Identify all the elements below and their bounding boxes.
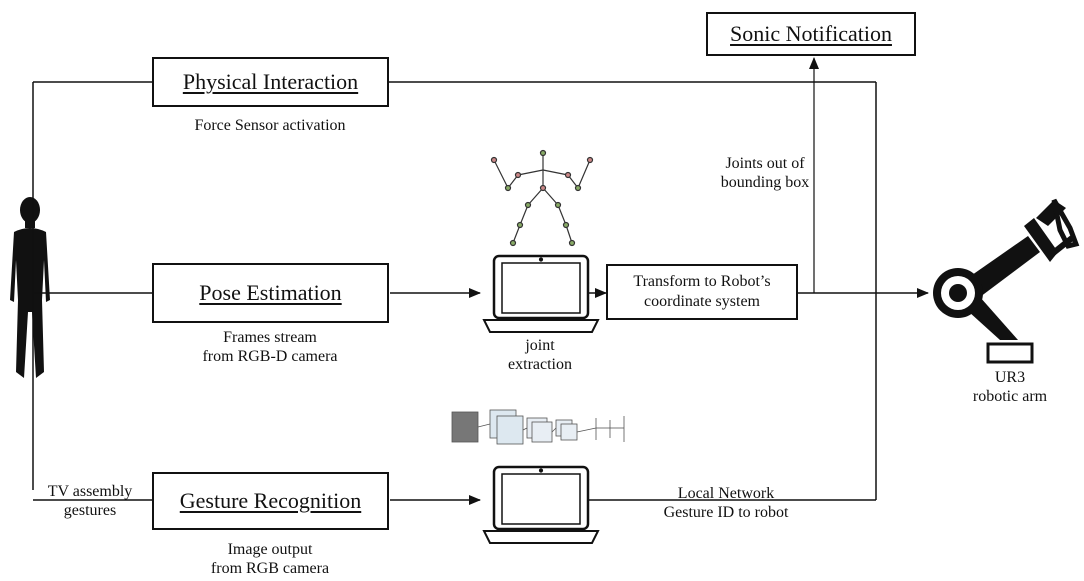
sonic-notification-label: Sonic Notification <box>730 21 892 46</box>
gesture-recognition-box: Gesture Recognition <box>152 472 389 530</box>
frames-stream-caption: Frames stream from RGB-D camera <box>202 329 338 365</box>
image-output-caption: Image output from RGB camera <box>210 541 330 577</box>
pose-estimation-label: Pose Estimation <box>199 280 342 305</box>
laptop-icon <box>482 465 600 544</box>
skeleton-icon <box>490 149 594 247</box>
sonic-notification-box: Sonic Notification <box>706 12 916 56</box>
local-network-caption: Local Network Gesture ID to robot <box>663 485 789 521</box>
force-sensor-caption: Force Sensor activation <box>194 117 346 134</box>
cnn-diagram-icon <box>451 409 625 445</box>
transform-label: Transform to Robot’s coordinate system <box>633 273 771 310</box>
physical-interaction-label: Physical Interaction <box>182 69 359 94</box>
transform-box: Transform to Robot’s coordinate system <box>606 264 798 320</box>
joints-out-caption: Joints out of bounding box <box>720 155 810 191</box>
joint-extraction-caption: joint extraction <box>508 337 572 373</box>
tv-assembly-caption: TV assembly gestures <box>47 483 133 519</box>
robotic-arm-icon <box>933 198 1080 364</box>
laptop-icon <box>482 254 600 333</box>
pose-estimation-box: Pose Estimation <box>152 263 389 323</box>
gesture-recognition-label: Gesture Recognition <box>179 488 362 513</box>
physical-interaction-box: Physical Interaction <box>152 57 389 107</box>
human-silhouette-icon <box>10 197 50 378</box>
ur3-caption: UR3 robotic arm <box>972 369 1048 405</box>
